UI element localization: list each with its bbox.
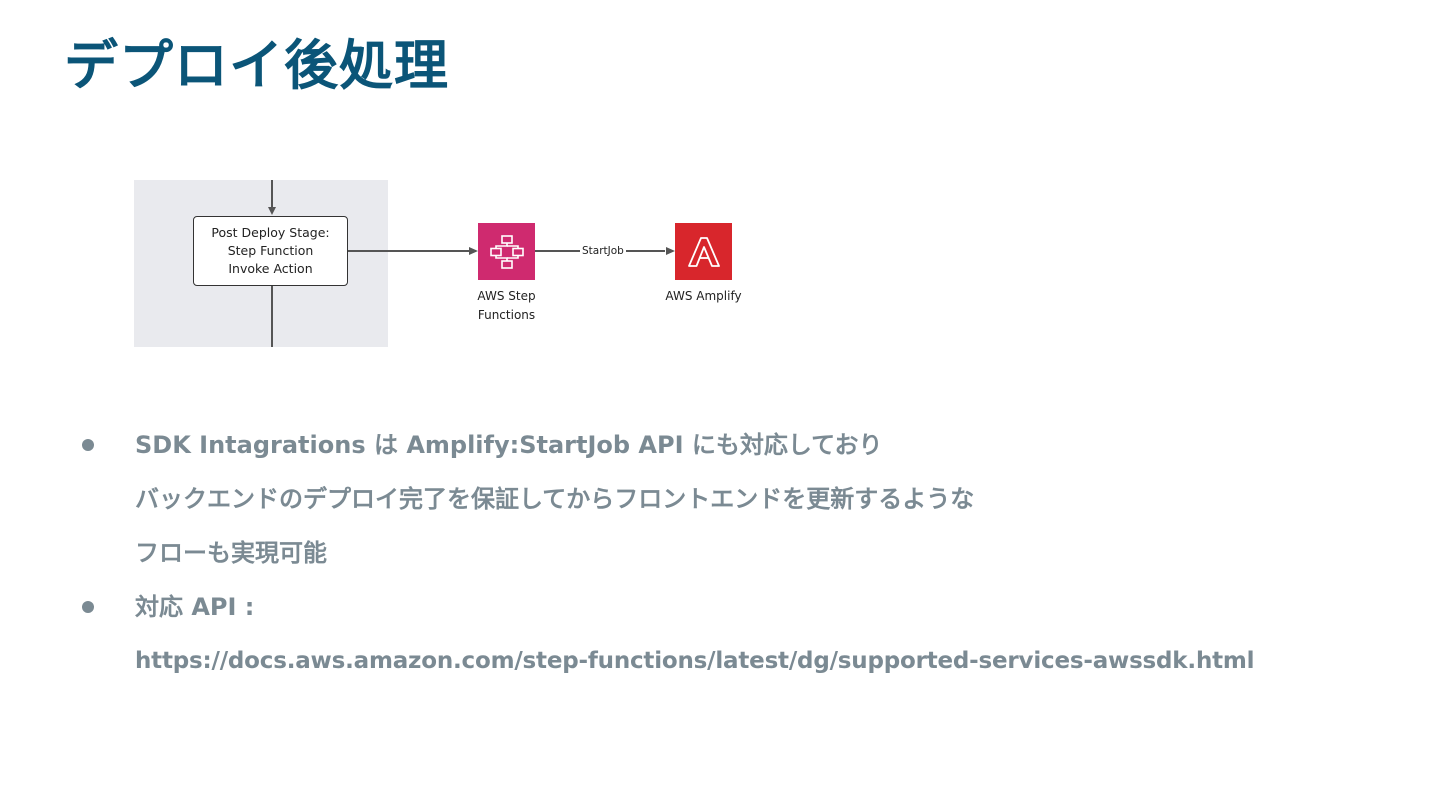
amplify-icon	[675, 223, 732, 280]
startjob-edge-label: StartJob	[580, 244, 626, 258]
incoming-connector	[271, 180, 273, 210]
step-functions-label-line-2: Functions	[477, 308, 536, 322]
bullet-marker	[82, 601, 94, 613]
bullet-list: SDK Intagrations は Amplify:StartJob API …	[80, 418, 1420, 688]
step-functions-label: AWS Step Functions	[468, 287, 545, 325]
stage-to-stepfunctions-arrowhead	[469, 247, 478, 255]
supported-services-link[interactable]: https://docs.aws.amazon.com/step-functio…	[135, 648, 1255, 674]
bullet-marker	[82, 439, 94, 451]
bullet-1-line-3: フローも実現可能	[135, 539, 327, 567]
step-functions-label-line-1: AWS Step	[477, 289, 536, 303]
architecture-diagram: Post Deploy Stage: Step Function Invoke …	[134, 180, 774, 350]
bullet-sdk-integrations: SDK Intagrations は Amplify:StartJob API …	[80, 418, 1420, 580]
stage-to-stepfunctions-connector	[348, 250, 476, 252]
stage-box-line-3: Invoke Action	[228, 261, 313, 276]
incoming-arrowhead	[268, 207, 276, 215]
bullet-supported-api: 対応 API : https://docs.aws.amazon.com/ste…	[80, 580, 1420, 688]
bullet-2-line-1: 対応 API :	[135, 593, 255, 621]
step-functions-icon	[478, 223, 535, 280]
stage-box-line-1: Post Deploy Stage:	[211, 225, 330, 240]
stage-box-line-2: Step Function	[227, 243, 314, 258]
outgoing-connector	[271, 286, 273, 347]
bullet-1-line-1: SDK Intagrations は Amplify:StartJob API …	[135, 431, 883, 459]
slide-title: デプロイ後処理	[64, 34, 449, 97]
amplify-label: AWS Amplify	[665, 289, 742, 303]
stepfunctions-to-amplify-arrowhead	[666, 247, 675, 255]
bullet-1-line-2: バックエンドのデプロイ完了を保証してからフロントエンドを更新するような	[135, 485, 975, 513]
post-deploy-stage-box: Post Deploy Stage: Step Function Invoke …	[193, 216, 348, 286]
